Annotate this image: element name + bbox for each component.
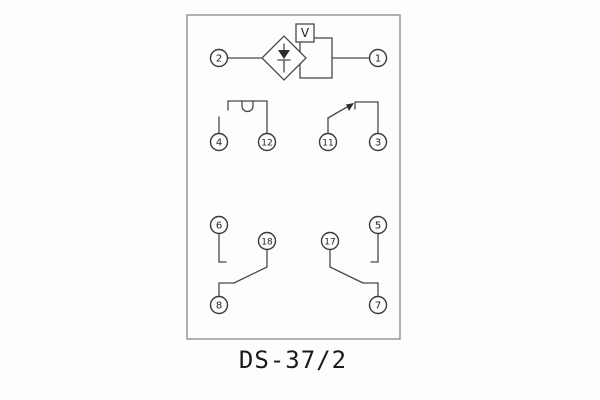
terminal-3: 3 [368, 132, 388, 152]
terminal-2: 2 [209, 48, 229, 68]
terminal-6-label: 6 [216, 221, 222, 232]
terminal-6: 6 [209, 215, 229, 235]
contact-4-12 [218, 100, 268, 134]
terminal-8-label: 8 [216, 301, 222, 312]
diagram-border [186, 14, 401, 340]
terminal-2-circle [209, 48, 229, 68]
voltage-label: V [301, 26, 310, 40]
terminal-18-circle [257, 231, 277, 251]
terminal-8: 8 [209, 295, 229, 315]
diode-icon [277, 43, 291, 73]
moving-blade-8-18 [233, 266, 268, 284]
time-delay-hook-icon [241, 100, 254, 113]
terminal-11-label: 11 [322, 139, 333, 149]
terminal-18-label: 18 [261, 238, 273, 248]
terminal-4-circle [209, 132, 229, 152]
terminal-5-circle [368, 215, 388, 235]
terminal-11: 11 [318, 132, 338, 152]
arrow-icon [346, 103, 354, 111]
rectifier-coil-assembly: V [227, 23, 370, 81]
terminal-1-circle [368, 48, 388, 68]
terminal-7-label: 7 [375, 301, 381, 312]
terminal-17-label: 17 [324, 238, 335, 248]
terminal-18: 18 [257, 231, 277, 251]
terminal-4-label: 4 [216, 138, 222, 149]
terminal-1-label: 1 [375, 54, 381, 65]
terminal-1: 1 [368, 48, 388, 68]
contact-17-5-7 [329, 233, 379, 297]
terminal-12-label: 12 [261, 139, 272, 149]
terminal-4: 4 [209, 132, 229, 152]
contact-6-18-8 [218, 233, 268, 297]
diode-triangle [278, 50, 290, 59]
terminal-3-circle [368, 132, 388, 152]
moving-blade-7-17 [329, 266, 364, 284]
terminal-7-circle [368, 295, 388, 315]
terminal-12-circle [257, 132, 277, 152]
terminal-7: 7 [368, 295, 388, 315]
terminal-8-circle [209, 295, 229, 315]
moving-blade-11 [327, 106, 348, 119]
terminal-3-label: 3 [375, 138, 381, 149]
terminal-6-circle [209, 215, 229, 235]
terminal-17: 17 [320, 231, 340, 251]
diagram-title: DS-37/2 [239, 346, 347, 374]
contact-11-3 [327, 101, 379, 134]
terminal-5: 5 [368, 215, 388, 235]
terminal-12: 12 [257, 132, 277, 152]
terminal-5-label: 5 [375, 221, 381, 232]
terminals: 2 1 4 12 11 3 [209, 48, 388, 315]
terminal-11-circle [318, 132, 338, 152]
terminal-17-circle [320, 231, 340, 251]
terminal-2-label: 2 [216, 54, 222, 65]
voltage-indicator-box [295, 23, 315, 43]
